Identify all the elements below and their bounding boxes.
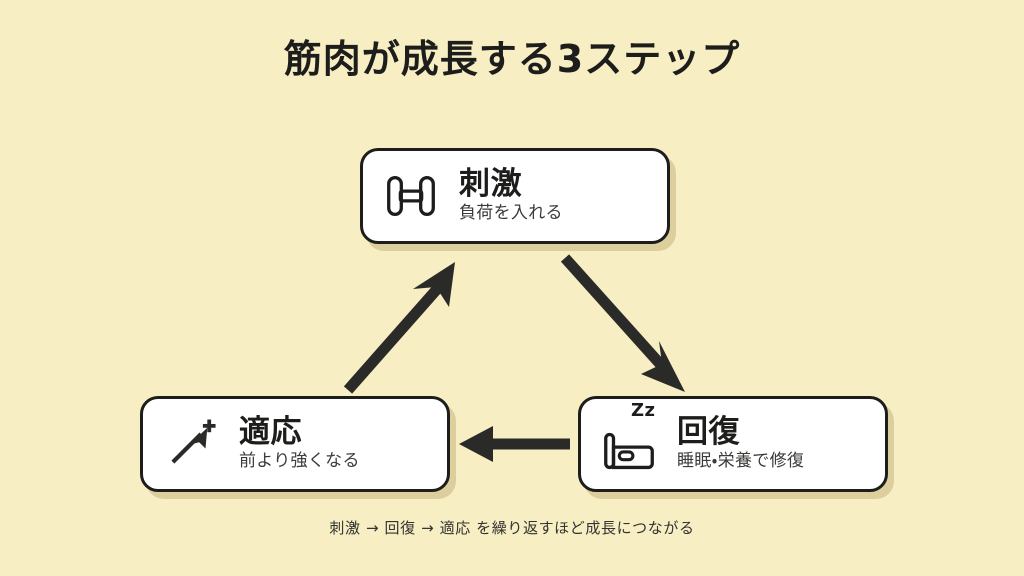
card-recovery-subtitle: 睡眠・栄養で修復 [677,450,805,471]
bed-icon: Zz [581,396,677,492]
card-stimulus-title: 刺激 [459,166,522,203]
card-stimulus[interactable]: 刺激 負荷を入れる [360,148,670,244]
card-recovery-text: 回復 睡眠・栄養で修復 [677,414,885,472]
card-adaptation[interactable]: 適応 前より強くなる [140,396,450,492]
card-adaptation-text: 適応 前より強くなる [239,414,447,472]
card-stimulus-text: 刺激 負荷を入れる [459,166,667,224]
caption: 刺激 → 回復 → 適応 を繰り返すほど成長につながる [329,519,695,537]
arrow-adaptation-to-stimulus [343,262,455,394]
trending-up-plus-icon [143,396,239,492]
card-stimulus-subtitle: 負荷を入れる [459,202,563,223]
arrow-recovery-to-adaptation [459,426,570,462]
dumbbell-icon [363,148,459,244]
card-recovery[interactable]: Zz 回復 睡眠・栄養で修復 [578,396,888,492]
page-title: 筋肉が成長する3ステップ [283,37,741,81]
card-adaptation-title: 適応 [239,414,302,451]
zz-badge: Zz [631,400,656,421]
arrow-stimulus-to-recovery [560,254,685,392]
card-adaptation-subtitle: 前より強くなる [239,450,360,471]
card-recovery-title: 回復 [677,414,740,451]
